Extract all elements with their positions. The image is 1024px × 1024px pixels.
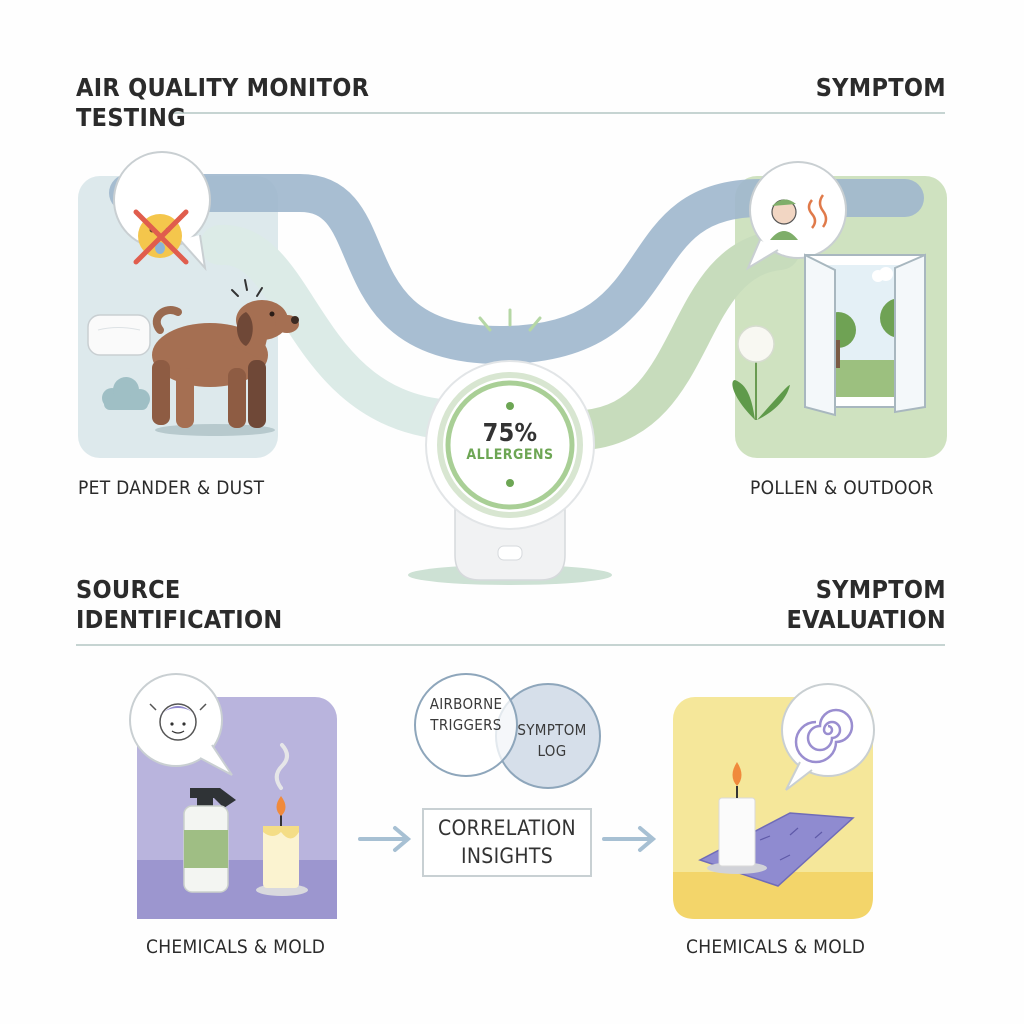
venn-right-line-1: SYMPTOM xyxy=(517,721,587,739)
venn-left-line-2: TRIGGERS xyxy=(430,716,502,734)
chemicals-caption-right: CHEMICALS & MOLD xyxy=(686,936,866,958)
pet-dander-caption: PET DANDER & DUST xyxy=(78,477,265,499)
person-sneezing-icon xyxy=(770,194,828,240)
spiral-icon xyxy=(794,708,854,764)
candle-illustration-right xyxy=(707,762,767,874)
venn-diagram xyxy=(414,673,601,789)
venn-right-label: SYMPTOM LOG xyxy=(502,720,602,762)
venn-left-line-1: AIRBORNE xyxy=(429,695,503,713)
insights-line-2: INSIGHTS xyxy=(460,844,554,868)
flow-arrow-left xyxy=(358,826,412,852)
pillow-icon xyxy=(87,314,151,356)
venn-left-label: AIRBORNE TRIGGERS xyxy=(416,694,516,736)
sniff-lines xyxy=(231,279,263,297)
air-quality-monitor xyxy=(408,308,612,585)
blue-air-stream xyxy=(109,174,924,365)
flow-arrow-right xyxy=(602,826,657,852)
dandelion-illustration xyxy=(732,325,790,420)
pollen-outdoor-caption: POLLEN & OUTDOOR xyxy=(750,477,934,499)
correlation-insights-box xyxy=(422,808,592,877)
insights-line-1: CORRELATION xyxy=(438,816,576,840)
evaluation-title-line-1: SYMPTOM xyxy=(815,575,946,604)
no-sneeze-bubble xyxy=(113,151,212,272)
sneezing-bubble xyxy=(745,161,847,271)
chemicals-caption-left: CHEMICALS & MOLD xyxy=(146,936,326,958)
person-face-icon xyxy=(149,703,207,741)
dog-illustration xyxy=(152,300,299,436)
no-sneeze-icon xyxy=(133,209,189,265)
candle-illustration-left xyxy=(256,743,308,896)
dust-cloud-icon xyxy=(102,377,150,410)
testing-title-line-1: AIR QUALITY MONITOR xyxy=(76,73,370,102)
open-window-illustration xyxy=(804,253,926,417)
symptom-title: SYMPTOM xyxy=(815,73,946,102)
correlation-insights-label: CORRELATION INSIGHTS xyxy=(423,814,591,870)
testing-title-line-2: TESTING xyxy=(76,103,186,132)
venn-right-line-2: LOG xyxy=(537,742,567,760)
green-air-stream-right xyxy=(565,230,800,450)
source-title-line-1: SOURCE xyxy=(76,575,181,604)
green-air-stream-left xyxy=(200,225,470,440)
allergen-unit: ALLERGENS xyxy=(466,447,554,463)
evaluation-title-line-2: EVALUATION xyxy=(786,605,946,634)
spiral-bubble xyxy=(781,683,875,791)
allergen-value: 75% xyxy=(482,418,538,447)
allergen-percentage: 75% ALLERGENS xyxy=(460,418,560,463)
spray-bottle-illustration xyxy=(183,788,236,893)
source-title-line-2: IDENTIFICATION xyxy=(76,605,283,634)
